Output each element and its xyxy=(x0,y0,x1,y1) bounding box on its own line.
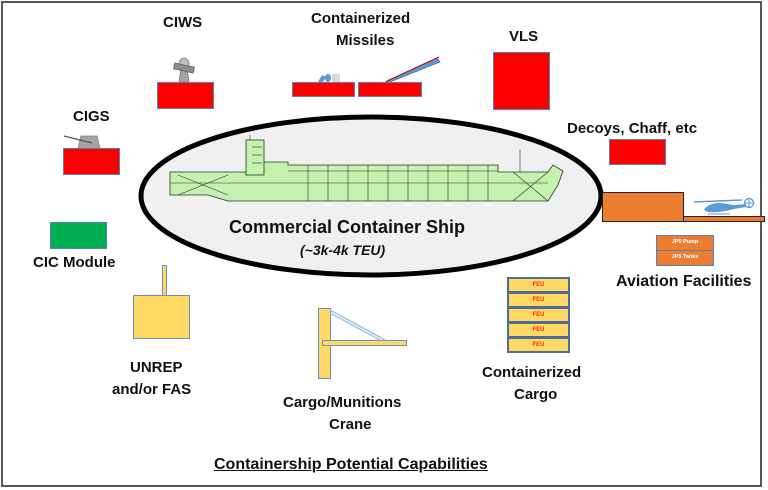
crane-label-line2: Crane xyxy=(329,416,372,433)
aviation-hangar xyxy=(602,192,684,222)
missiles-label-line1: Containerized xyxy=(311,10,411,27)
aviation-label: Aviation Facilities xyxy=(616,273,752,290)
cigs-label: CIGS xyxy=(73,108,110,125)
decoys-label: Decoys, Chaff, etc xyxy=(567,120,698,137)
ship-label: Commercial Container Ship xyxy=(229,217,466,237)
cigs-module xyxy=(63,148,120,175)
helicopter-icon xyxy=(693,197,755,215)
aviation-flight-deck xyxy=(683,216,765,222)
vls-module xyxy=(493,52,550,110)
missile-module-left xyxy=(292,82,355,97)
feu-stack: FEU FEU FEU FEU FEU xyxy=(507,277,570,354)
cic-module-label: CIC Module xyxy=(33,254,116,271)
jp5-stack: JP5 Pump JP5 Tanks xyxy=(656,235,714,266)
crane-label-line1: Cargo/Munitions xyxy=(283,394,402,411)
feu-container: FEU xyxy=(507,322,570,338)
feu-container: FEU xyxy=(507,277,570,293)
vls-label: VLS xyxy=(509,28,539,45)
ciws-module xyxy=(157,82,214,109)
ciws-gun-icon xyxy=(173,57,195,83)
missile-module-right xyxy=(358,82,422,97)
cargo-label-line2: Cargo xyxy=(514,386,558,403)
unrep-label-line2: and/or FAS xyxy=(112,381,192,398)
jp5-tanks-module: JP5 Tanks xyxy=(656,250,714,266)
decoys-module xyxy=(609,139,666,165)
unrep-module xyxy=(133,295,190,339)
unrep-label-line1: UNREP xyxy=(130,359,183,376)
unrep-mast xyxy=(162,265,167,296)
missiles-label-line2: Missiles xyxy=(336,32,395,49)
cigs-gun-icon xyxy=(63,135,101,150)
missile-launcher-icon xyxy=(318,56,441,83)
feu-container: FEU xyxy=(507,292,570,308)
ciws-label: CIWS xyxy=(163,14,203,31)
crane-cable-icon xyxy=(329,309,386,341)
ship-sublabel: (~3k-4k TEU) xyxy=(300,242,386,258)
feu-container: FEU xyxy=(507,307,570,323)
crane-boom xyxy=(322,340,407,346)
feu-container: FEU xyxy=(507,337,570,353)
cargo-label-line1: Containerized xyxy=(482,364,582,381)
jp5-pump-module: JP5 Pump xyxy=(656,235,714,251)
container-ship-icon xyxy=(169,135,564,202)
cic-module xyxy=(50,222,107,249)
diagram-title: Containership Potential Capabilities xyxy=(214,456,488,473)
